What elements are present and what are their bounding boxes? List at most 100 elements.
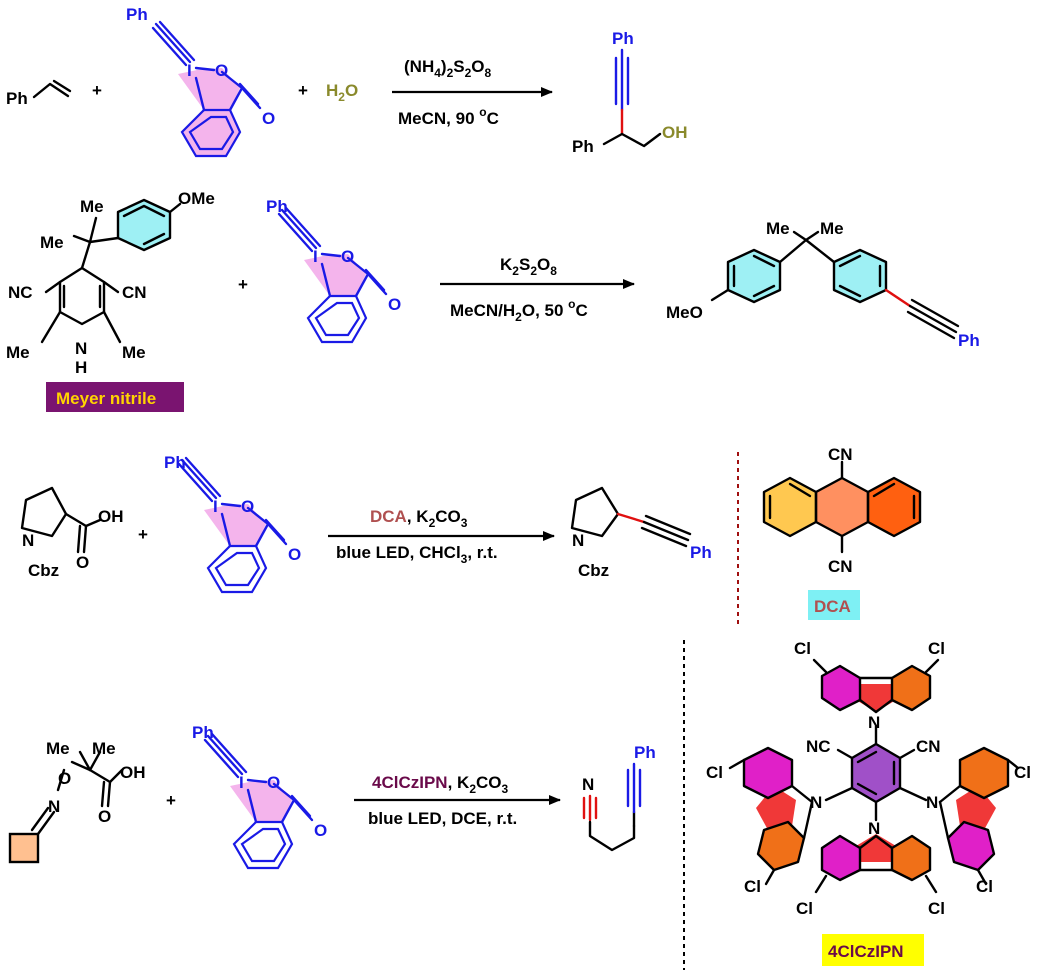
nh-h-label: H [75, 358, 87, 377]
water-label: H2O [326, 81, 358, 104]
ebx-iodine-label: I [213, 497, 218, 516]
product-ph-top-label: Ph [612, 29, 634, 48]
plus-sign: + [298, 81, 308, 100]
product-3: N Cbz Ph [570, 486, 712, 580]
condition-light-solvent: blue LED, CHCl3, r.t. [336, 543, 498, 566]
czipn-cl-label: Cl [1014, 763, 1031, 782]
condition-solvent-temp: MeCN/H2O, 50 oC [450, 297, 588, 324]
ebx-carbonyl-oxygen-label: O [288, 545, 301, 564]
proline-o-label: O [76, 553, 89, 572]
ebx-carbonyl-oxygen-label: O [262, 109, 275, 128]
ebx-carbonyl-oxygen-label: O [388, 295, 401, 314]
ebx-ring-oxygen-label: O [267, 773, 280, 792]
ebx-reagent: Ph I O O [192, 723, 327, 870]
czipn-cl-label: Cl [744, 877, 761, 896]
product-ph-left-label: Ph [572, 137, 594, 156]
ebx-reagent: Ph I O O [164, 453, 301, 594]
styrene: Ph [6, 79, 72, 108]
ome-label: OMe [178, 189, 215, 208]
plus-sign: + [92, 81, 102, 100]
reaction-4: Me Me OH O O N + Ph I O O 4ClCzI [8, 639, 1031, 970]
cbz-proline: OH O N Cbz [20, 486, 124, 580]
cn-right-label: CN [122, 283, 147, 302]
condition-reagent: DCA, K2CO3 [370, 507, 468, 530]
product-ph-label: Ph [690, 543, 712, 562]
ebx-ph-label: Ph [266, 197, 288, 216]
ebx-ring-oxygen-label: O [341, 247, 354, 266]
product-1: Ph Ph OH [572, 29, 688, 156]
ebx-iodine-label: I [187, 61, 192, 80]
czipn-cl-label: Cl [796, 899, 813, 918]
condition-light-solvent: blue LED, DCE, r.t. [368, 809, 517, 828]
czipn-cn-label: CN [916, 737, 941, 756]
ebx-iodine-label: I [313, 247, 318, 266]
me-ring-left-label: Me [6, 343, 30, 362]
product-cbz-label: Cbz [578, 561, 609, 580]
condition-reagent: (NH4)2S2O8 [404, 57, 492, 80]
product-ph-label: Ph [958, 331, 980, 350]
ebx-reagent: Ph I O O [126, 5, 275, 158]
reaction-2: OMe Me Me NC CN Me Me N H Meyer nitrile … [6, 189, 980, 412]
plus-sign: + [138, 525, 148, 544]
meyer-nitrile-label: Meyer nitrile [56, 389, 156, 408]
czipn-n-label: N [926, 793, 938, 812]
proline-oh-label: OH [98, 507, 124, 526]
czipn-cl-label: Cl [794, 639, 811, 658]
o-ester-label: O [58, 769, 71, 788]
product-n-label: N [582, 775, 594, 794]
condition-reagent: K2S2O8 [500, 255, 557, 278]
czipn-badge [822, 934, 924, 966]
condition-solvent-temp: MeCN, 90 oC [398, 105, 499, 128]
dca-cn-bottom-label: CN [828, 557, 853, 576]
czipn-n-label: N [810, 793, 822, 812]
me-left-label: Me [40, 233, 64, 252]
me-ring-right-label: Me [122, 343, 146, 362]
ebx-ph-label: Ph [126, 5, 148, 24]
oh-label: OH [120, 763, 146, 782]
dca-cn-top-label: CN [828, 445, 853, 464]
czipn-n-label: N [868, 819, 880, 838]
plus-sign: + [166, 791, 176, 810]
ebx-ph-label: Ph [192, 723, 214, 742]
ebx-ring-oxygen-label: O [241, 497, 254, 516]
product-ph-label: Ph [634, 743, 656, 762]
product-4: N Ph [582, 743, 656, 852]
me-top-label: Me [80, 197, 104, 216]
product-n-label: N [572, 531, 584, 550]
me1-label: Me [46, 739, 70, 758]
nh-n-label: N [75, 339, 87, 358]
reaction-3: OH O N Cbz + Ph I O O DCA, K2CO3 blue L [20, 445, 922, 628]
czipn-structure: NC CN Cl Cl N [706, 639, 1031, 918]
n-label: N [48, 797, 60, 816]
styrene-ph-label: Ph [6, 89, 28, 108]
oxime-ester: Me Me OH O O N [8, 739, 146, 864]
dca-label: DCA [814, 597, 851, 616]
nc-left-label: NC [8, 283, 33, 302]
ebx-ph-label: Ph [164, 453, 186, 472]
czipn-nc-label: NC [806, 737, 831, 756]
proline-n-label: N [22, 531, 34, 550]
reaction-1: Ph + Ph I O O + H2O (NH4)2S2O8 [6, 5, 688, 158]
ebx-iodine-label: I [239, 773, 244, 792]
dca-structure: CN CN [762, 445, 922, 576]
czipn-n-label: N [868, 713, 880, 732]
me2-label: Me [92, 739, 116, 758]
czipn-cl-label: Cl [928, 639, 945, 658]
product-me2-label: Me [820, 219, 844, 238]
proline-cbz-label: Cbz [28, 561, 59, 580]
plus-sign: + [238, 275, 248, 294]
meyer-nitrile: OMe Me Me NC CN Me Me N H [6, 189, 215, 377]
product-meo-label: MeO [666, 303, 703, 322]
czipn-cl-label: Cl [976, 877, 993, 896]
product-oh-label: OH [662, 123, 688, 142]
ebx-carbonyl-oxygen-label: O [314, 821, 327, 840]
ebx-ring-oxygen-label: O [215, 61, 228, 80]
czipn-label: 4ClCzIPN [828, 942, 904, 961]
dca-badge [808, 590, 860, 620]
czipn-cl-label: Cl [706, 763, 723, 782]
product-me1-label: Me [766, 219, 790, 238]
condition-reagent: 4ClCzIPN, K2CO3 [372, 773, 509, 796]
ebx-reagent: Ph I O O [266, 197, 401, 344]
czipn-cl-label: Cl [928, 899, 945, 918]
